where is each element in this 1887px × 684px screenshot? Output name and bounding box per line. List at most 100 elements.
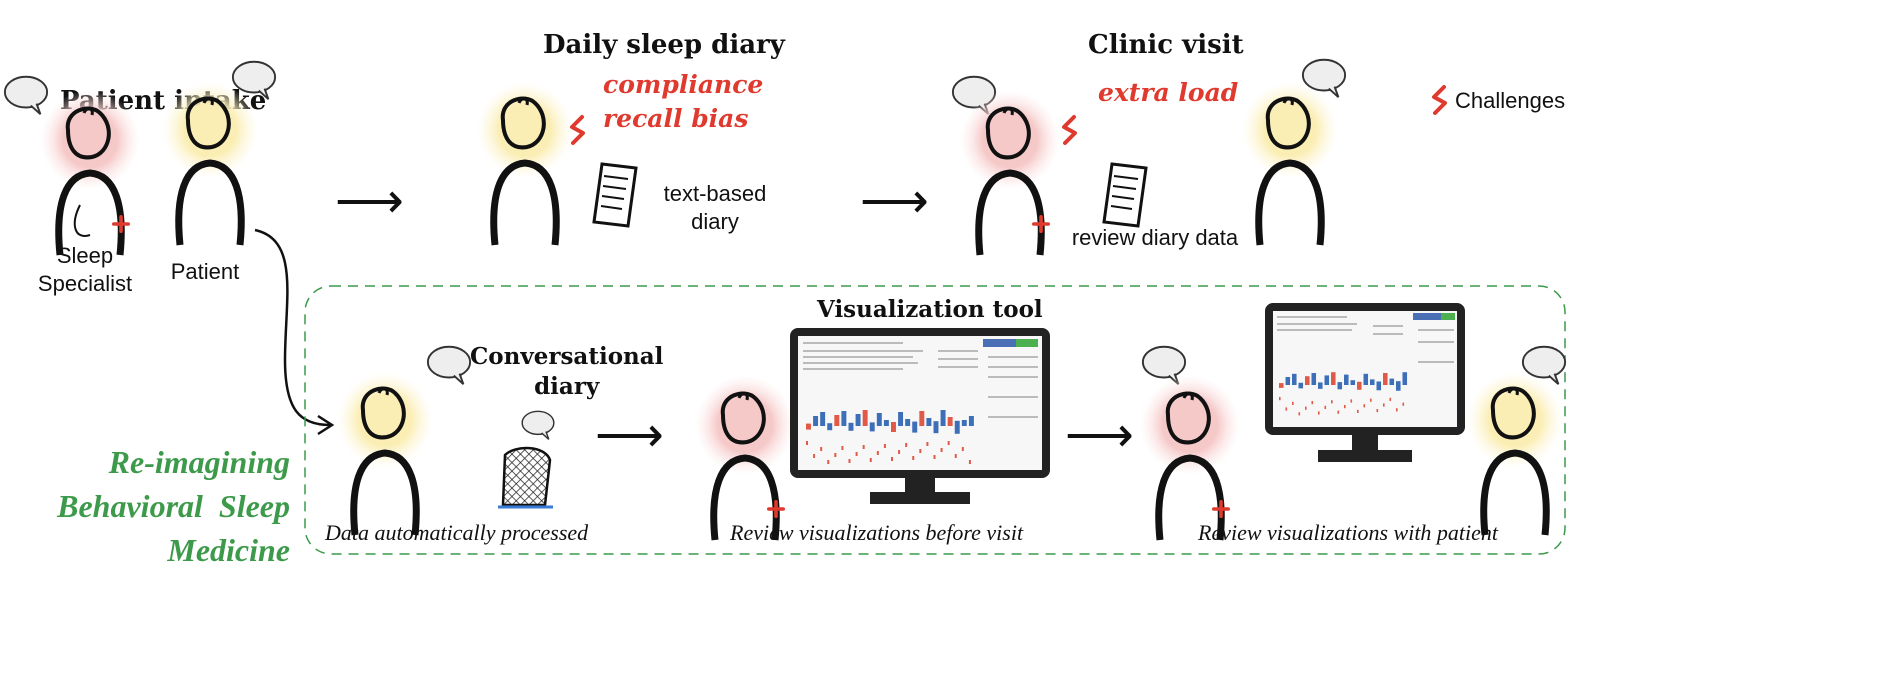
mini-marker [905, 443, 908, 447]
mini-marker [876, 451, 879, 455]
mini-marker [862, 445, 865, 449]
challenge-extra-load: extra load [1098, 78, 1239, 107]
mini-bar [933, 421, 939, 434]
mini-marker [1337, 410, 1340, 414]
mini-bar [905, 419, 911, 426]
mini-marker [933, 455, 936, 459]
arrow-right-icon: ⟶ [335, 175, 404, 228]
mini-bar [813, 416, 819, 426]
mini-bar [883, 420, 889, 426]
mini-bar [1318, 382, 1323, 389]
mini-marker [1292, 401, 1294, 405]
mini-marker [1285, 407, 1288, 411]
mini-marker [1331, 400, 1333, 404]
visualization-tool-title: Visualization tool [817, 296, 1043, 323]
mini-marker [947, 441, 950, 445]
mini-bar [1285, 377, 1291, 385]
mini-bar [1311, 373, 1317, 385]
mini-bar [968, 416, 974, 426]
mini-bar [876, 413, 882, 426]
mini-marker [1344, 405, 1346, 409]
mini-bar [954, 420, 960, 434]
mini-bar [961, 420, 967, 426]
mini-marker [855, 452, 858, 456]
mini-bar [926, 418, 932, 426]
mini-bar [1344, 374, 1349, 385]
mini-marker [961, 447, 964, 451]
mini-marker [806, 441, 808, 445]
visit-title: Clinic visit [1088, 30, 1244, 60]
patient-icon [337, 372, 433, 510]
specialist-icon [1140, 375, 1240, 510]
mini-bar [1337, 382, 1343, 390]
monitor-base [870, 492, 970, 504]
patient-icon [1467, 372, 1563, 510]
arrow-right-icon: ⟶ [595, 409, 664, 462]
mini-marker [954, 454, 957, 458]
mini-bar [1324, 375, 1330, 385]
caption-data-processed: Data automatically processed [325, 520, 589, 545]
mini-bar [940, 410, 946, 426]
monitor-base [1318, 450, 1412, 462]
mini-marker [968, 460, 971, 464]
mini-marker [1389, 397, 1392, 401]
mini-bar [1402, 372, 1408, 385]
visualization-screenshot [1273, 311, 1457, 427]
mini-marker [919, 449, 922, 453]
conversational-diary-title: Conversational diary [470, 343, 664, 400]
mini-bar [898, 412, 904, 426]
patient-icon [162, 82, 258, 240]
mini-marker [1311, 401, 1314, 405]
mini-bar [1292, 373, 1297, 385]
monitor-stand [905, 478, 935, 494]
monitor-screen [1265, 303, 1465, 435]
mini-marker [1376, 409, 1379, 413]
mini-marker [912, 456, 915, 460]
mini-bar [1396, 381, 1401, 391]
mini-bar [855, 414, 861, 426]
visualization-screenshot [798, 336, 1042, 470]
mini-bar [1389, 378, 1395, 385]
specialist-icon [695, 375, 795, 510]
patient-icon [1242, 82, 1338, 240]
challenge-compliance: compliance [603, 70, 764, 99]
mini-bar [1350, 380, 1356, 385]
mini-marker [869, 458, 872, 462]
mini-bar [806, 423, 811, 430]
mini-bar [1298, 382, 1304, 389]
mini-marker [1357, 409, 1359, 413]
diary-title: Daily sleep diary [543, 30, 785, 60]
mini-bar [820, 412, 826, 426]
mini-bar [919, 411, 925, 426]
mini-marker [1396, 408, 1398, 412]
mini-bar [947, 417, 953, 426]
specialist-icon [960, 90, 1060, 245]
caption-review-before-visit: Review visualizations before visit [730, 520, 1024, 545]
mini-bar [827, 423, 833, 431]
mini-bar [1331, 372, 1336, 385]
mini-marker [1383, 403, 1385, 407]
mini-marker [891, 457, 893, 461]
mini-bar [834, 415, 840, 426]
review-diary-label: review diary data [1071, 225, 1239, 250]
caption-review-with-patient: Review visualizations with patient [1198, 520, 1499, 545]
mini-bar [862, 410, 868, 426]
mini-marker [1350, 399, 1353, 403]
speech-bubble-icon [521, 410, 555, 441]
mini-chart [1277, 313, 1455, 416]
text-diary-label: text-based diary [663, 181, 767, 234]
mini-marker [1363, 404, 1366, 408]
mini-bar [1279, 383, 1284, 388]
mini-bar [1376, 381, 1382, 391]
mini-marker [827, 460, 830, 464]
mini-bar [841, 411, 847, 426]
mini-marker [1324, 405, 1327, 409]
mini-marker [883, 444, 886, 448]
mini-marker [898, 450, 901, 454]
mini-bar [1370, 379, 1375, 385]
mini-marker [841, 446, 844, 450]
specialist-icon [40, 90, 140, 245]
mini-marker [1298, 412, 1301, 416]
